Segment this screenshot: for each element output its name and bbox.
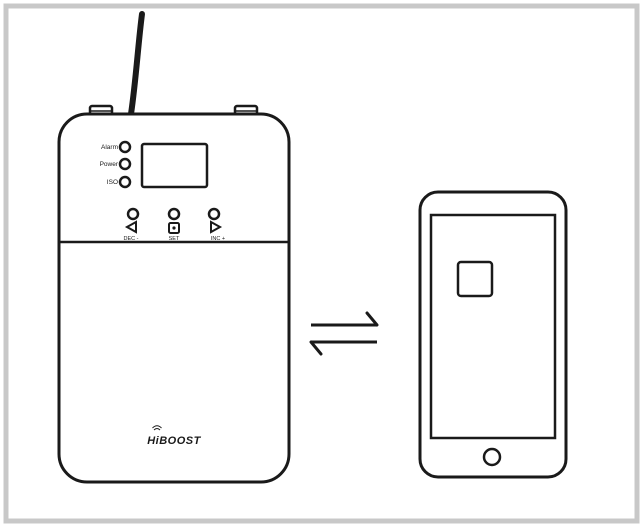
- home-button-icon: [482, 447, 502, 467]
- brand-logo: HiBOOST: [147, 435, 201, 447]
- indicator-label-iso: ISO: [107, 179, 118, 186]
- dec-button-label: DEC -: [124, 236, 139, 242]
- antenna-cable-icon: [128, 11, 145, 117]
- indicator-label-alarm: Alarm: [101, 144, 118, 151]
- dec-button: DEC -: [124, 207, 140, 242]
- indicator-label-power: Power: [100, 161, 119, 168]
- inc-button-circle: [207, 207, 221, 221]
- phone-screen: [429, 213, 557, 440]
- set-button: SET: [167, 207, 181, 242]
- signal-booster-device: Alarm Power ISO DEC - SET INC + HiBOOST: [57, 104, 291, 484]
- left-arrow-icon: [124, 220, 137, 234]
- power-indicator-icon: [118, 157, 132, 171]
- right-arrow-icon: [210, 220, 223, 234]
- set-button-circle: [167, 207, 181, 221]
- set-button-label: SET: [169, 236, 180, 242]
- booster-body: [57, 112, 291, 484]
- booster-display: [140, 142, 209, 189]
- bidirectional-arrows-icon: [309, 311, 379, 356]
- alarm-indicator-icon: [118, 140, 132, 154]
- inc-button: INC +: [207, 207, 225, 242]
- square-app-icon: [456, 260, 494, 298]
- smartphone: [418, 190, 568, 479]
- inc-button-label: INC +: [211, 236, 225, 242]
- wifi-signal-icon: [152, 425, 162, 431]
- iso-indicator-icon: [118, 175, 132, 189]
- dec-button-circle: [126, 207, 140, 221]
